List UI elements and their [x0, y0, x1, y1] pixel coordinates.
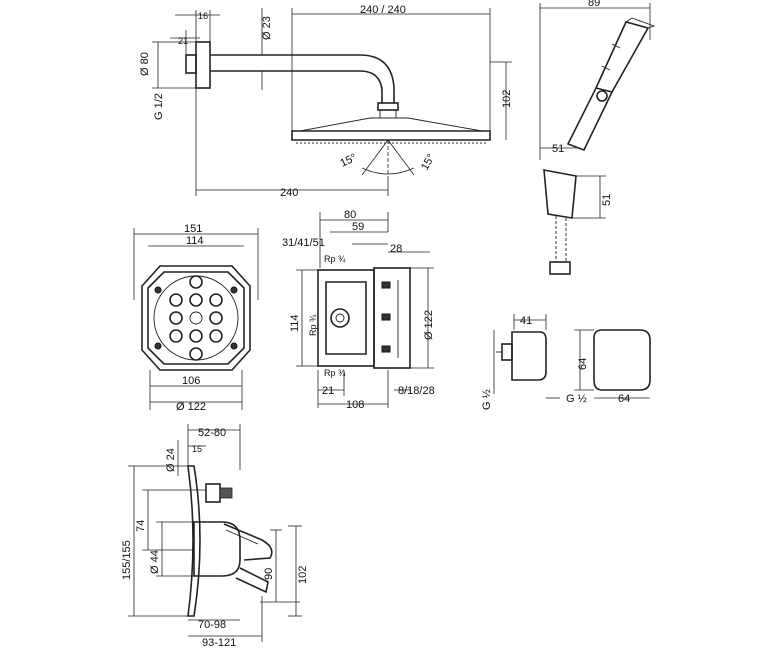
side-dim-80: 80	[344, 209, 356, 221]
box-dim-122: Ø 122	[176, 401, 206, 413]
box-dim-114: 114	[186, 235, 204, 247]
overhead-shower-view: 15° 15° 16 21 Ø 23 240 / 240 Ø 80 G 1/2 …	[139, 4, 513, 199]
side-dim-108: 108	[346, 399, 364, 411]
overhead-angle-left: 15°	[338, 152, 358, 170]
installation-box-side: 80 59 31/41/51 28 Rp ¾ Rp ¾ Rp ¾ 114 Ø 1…	[282, 209, 435, 411]
hand-shower-view: 89 51 51	[539, 0, 656, 275]
hand-dim-51b: 51	[601, 194, 613, 206]
overhead-dim-240-240: 240 / 240	[360, 4, 406, 16]
overhead-dim-16: 16	[198, 11, 208, 21]
elbow-dim-64b: 64	[618, 393, 630, 405]
elbow-g12b: G ½	[566, 393, 587, 405]
mixer-dim-24: Ø 24	[165, 448, 177, 472]
mixer-dim-93-121: 93-121	[202, 637, 236, 649]
side-dim-8-18-28: 8/18/28	[398, 385, 435, 397]
mixer-view: 52-80 15 Ø 24 155/155 74 Ø 44 90	[121, 424, 309, 649]
elbow-g12: G ½	[481, 389, 493, 410]
overhead-dim-80: Ø 80	[139, 52, 151, 76]
mixer-dim-155: 155/155	[121, 540, 133, 580]
wall-elbow-front: 64 64	[574, 329, 651, 405]
overhead-dim-240: 240	[280, 187, 298, 199]
overhead-dim-23: Ø 23	[261, 16, 273, 40]
overhead-dim-21: 21	[178, 36, 188, 46]
elbow-dim-64: 64	[577, 358, 589, 370]
overhead-g12: G 1/2	[153, 93, 165, 120]
mixer-dim-44: Ø 44	[149, 550, 161, 574]
elbow-dim-41: 41	[520, 315, 532, 327]
mixer-dim-70-98: 70-98	[198, 619, 226, 631]
hand-dim-89: 89	[588, 0, 600, 9]
installation-box-front: 151 114 106 Ø 122	[133, 223, 259, 413]
box-dim-106: 106	[182, 375, 200, 387]
mixer-dim-102: 102	[297, 566, 309, 584]
side-rp-top: Rp ¾	[324, 254, 346, 264]
box-ports	[169, 275, 223, 361]
side-dim-122: Ø 122	[423, 310, 435, 340]
overhead-dim-102: 102	[501, 90, 513, 108]
side-dim-59: 59	[352, 221, 364, 233]
side-dim-28: 28	[390, 243, 402, 255]
side-dim-21: 21	[322, 385, 334, 397]
mixer-dim-15: 15	[192, 444, 202, 454]
wall-elbow-view: 41 G ½ G ½	[481, 314, 587, 410]
side-dim-114: 114	[289, 314, 301, 332]
mixer-dim-90: 90	[263, 568, 275, 580]
mixer-dim-74: 74	[135, 520, 147, 532]
box-dim-151: 151	[184, 223, 202, 235]
hand-dim-51a: 51	[552, 143, 564, 155]
side-rp-bottom: Rp ¾	[324, 368, 346, 378]
overhead-angle-right: 15°	[419, 152, 438, 172]
mixer-dim-52-80: 52-80	[198, 427, 226, 439]
side-dim-31: 31/41/51	[282, 237, 325, 249]
side-rp-mid: Rp ¾	[308, 314, 318, 336]
